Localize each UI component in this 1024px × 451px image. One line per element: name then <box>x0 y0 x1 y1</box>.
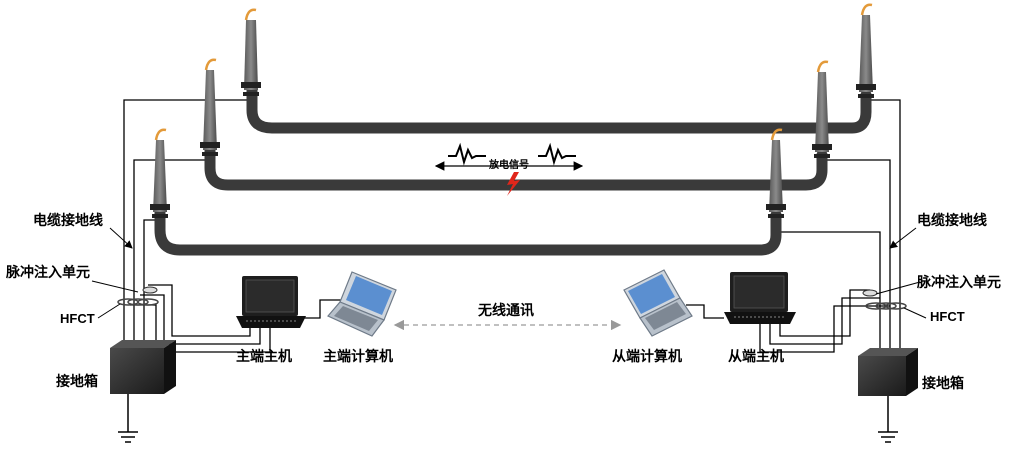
label-master-computer: 主端计算机 <box>323 349 393 365</box>
slave-host-device <box>724 272 796 324</box>
label-ground-box-right: 接地箱 <box>922 376 964 392</box>
cable-phase-b <box>204 144 828 191</box>
label-cable-ground-right: 电缆接地线 <box>917 213 987 229</box>
label-discharge-signal: 放电信号 <box>489 160 529 171</box>
cable-lines <box>154 84 872 256</box>
label-slave-computer: 从端计算机 <box>612 349 682 365</box>
label-pulse-unit-left: 脉冲注入单元 <box>6 265 90 281</box>
leader-lines <box>91 227 927 319</box>
master-host-device <box>236 276 306 328</box>
ground-wires <box>123 99 901 353</box>
cable-phase-a <box>246 84 872 134</box>
earth-symbol-left <box>118 394 138 443</box>
label-cable-ground-left: 电缆接地线 <box>33 213 103 229</box>
master-computer-laptop <box>327 271 397 337</box>
pulse-injection-right <box>862 289 878 297</box>
label-ground-box-left: 接地箱 <box>56 374 98 390</box>
discharge-signal <box>434 142 584 196</box>
label-slave-host: 从端主机 <box>728 349 784 365</box>
hfct-rings-left <box>117 298 159 306</box>
termination-right-a <box>856 3 876 98</box>
pulse-injection-left <box>142 286 158 294</box>
termination-left-c <box>150 128 170 218</box>
slave-computer-laptop <box>623 269 693 337</box>
termination-left-b <box>200 58 220 156</box>
cable-phase-c <box>154 206 782 256</box>
termination-right-b <box>812 60 832 158</box>
earth-symbol-right <box>878 396 898 443</box>
label-master-host: 主端主机 <box>236 349 292 365</box>
ground-box-left <box>110 340 176 394</box>
ground-box-right <box>858 348 918 396</box>
fault-spark-icon <box>507 172 520 196</box>
termination-right-c <box>766 128 786 218</box>
label-hfct-right: HFCT <box>930 309 965 324</box>
termination-left-a <box>241 8 261 96</box>
label-hfct-left: HFCT <box>60 311 95 326</box>
hfct-rings-right <box>865 302 907 310</box>
label-pulse-unit-right: 脉冲注入单元 <box>917 275 1001 291</box>
label-wireless: 无线通讯 <box>478 303 534 319</box>
terminations <box>150 3 876 218</box>
pulse-waveform-right <box>538 142 576 166</box>
pulse-waveform-left <box>448 142 486 166</box>
